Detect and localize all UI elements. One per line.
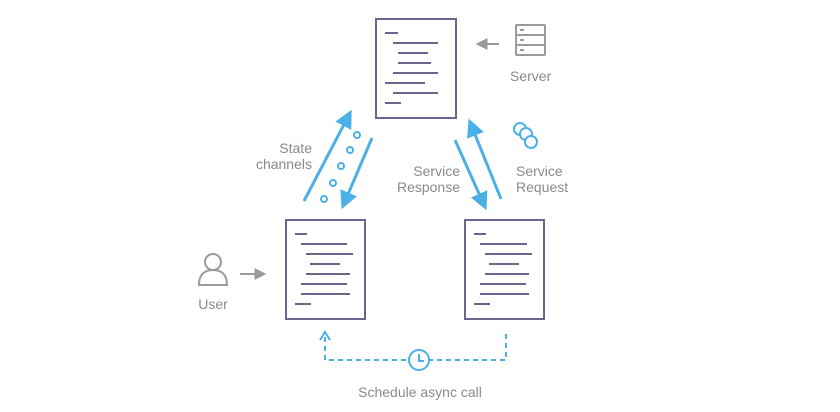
service-request-label-line1: Service — [516, 163, 563, 179]
left-document-icon — [285, 219, 366, 320]
clock-icon — [408, 349, 430, 371]
service-response-arrow — [453, 139, 488, 211]
right-document-icon — [464, 219, 545, 320]
service-bubble-icon — [513, 122, 538, 149]
service-response-label-line2: Response — [396, 179, 460, 195]
schedule-loop — [319, 330, 507, 361]
user-label: User — [198, 296, 228, 312]
top-document-icon — [375, 18, 457, 119]
state-channels-label-line1: State — [279, 140, 312, 156]
state-channel-dots — [320, 131, 361, 203]
service-response-label-line1: Service — [413, 163, 460, 179]
service-request-arrow — [467, 118, 503, 200]
user-icon — [197, 253, 229, 286]
schedule-async-label: Schedule async call — [358, 384, 482, 400]
state-channel-down-arrow — [340, 137, 374, 210]
state-channels-label-line2: channels — [255, 156, 312, 172]
server-label: Server — [510, 68, 552, 84]
service-request-label-line2: Request — [516, 179, 569, 195]
server-icon — [515, 24, 546, 56]
state-channel-up-arrow — [302, 109, 352, 202]
